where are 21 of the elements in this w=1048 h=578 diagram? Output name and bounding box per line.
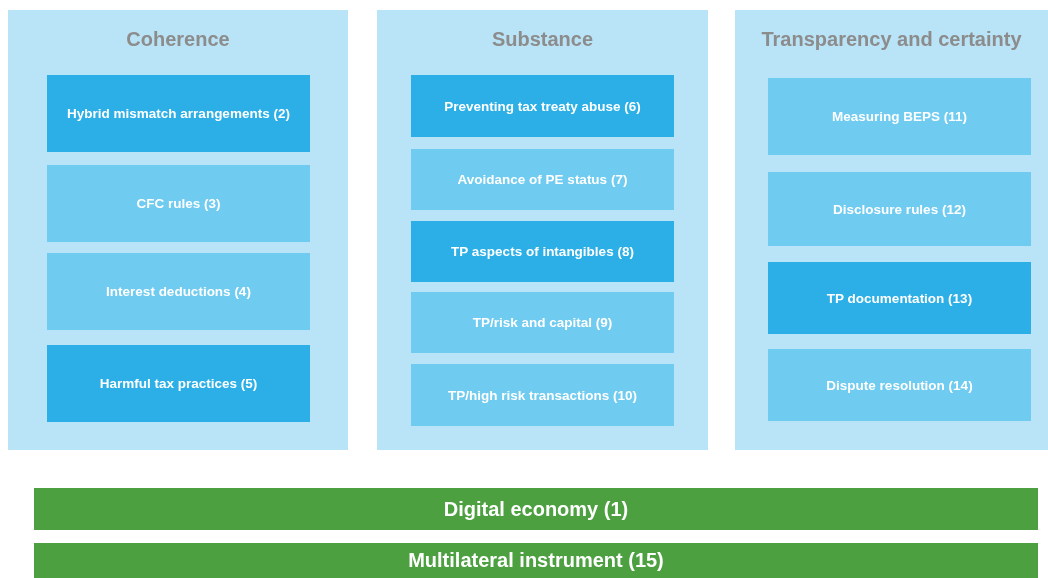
action-box: Preventing tax treaty abuse (6) bbox=[411, 75, 674, 137]
action-box: TP/risk and capital (9) bbox=[411, 292, 674, 353]
action-box: TP documentation (13) bbox=[768, 262, 1031, 334]
panel-heading: Coherence bbox=[126, 28, 230, 51]
action-box: Avoidance of PE status (7) bbox=[411, 149, 674, 210]
action-box: Interest deductions (4) bbox=[47, 253, 310, 330]
action-box: Hybrid mismatch arrangements (2) bbox=[47, 75, 310, 152]
category-panel bbox=[377, 10, 708, 450]
action-box: Measuring BEPS (11) bbox=[768, 78, 1031, 155]
panel-heading: Substance bbox=[491, 28, 594, 51]
action-box: Harmful tax practices (5) bbox=[47, 345, 310, 422]
action-box: CFC rules (3) bbox=[47, 165, 310, 242]
action-bar: Multilateral instrument (15) bbox=[34, 543, 1038, 578]
category-panel bbox=[8, 10, 348, 450]
category-panel bbox=[735, 10, 1048, 450]
action-bar: Digital economy (1) bbox=[34, 488, 1038, 530]
panel-heading: Transparency and certainty bbox=[761, 28, 1022, 51]
action-box: TP aspects of intangibles (8) bbox=[411, 221, 674, 282]
action-box: Dispute resolution (14) bbox=[768, 349, 1031, 421]
action-box: Disclosure rules (12) bbox=[768, 172, 1031, 246]
action-box: TP/high risk transactions (10) bbox=[411, 364, 674, 426]
